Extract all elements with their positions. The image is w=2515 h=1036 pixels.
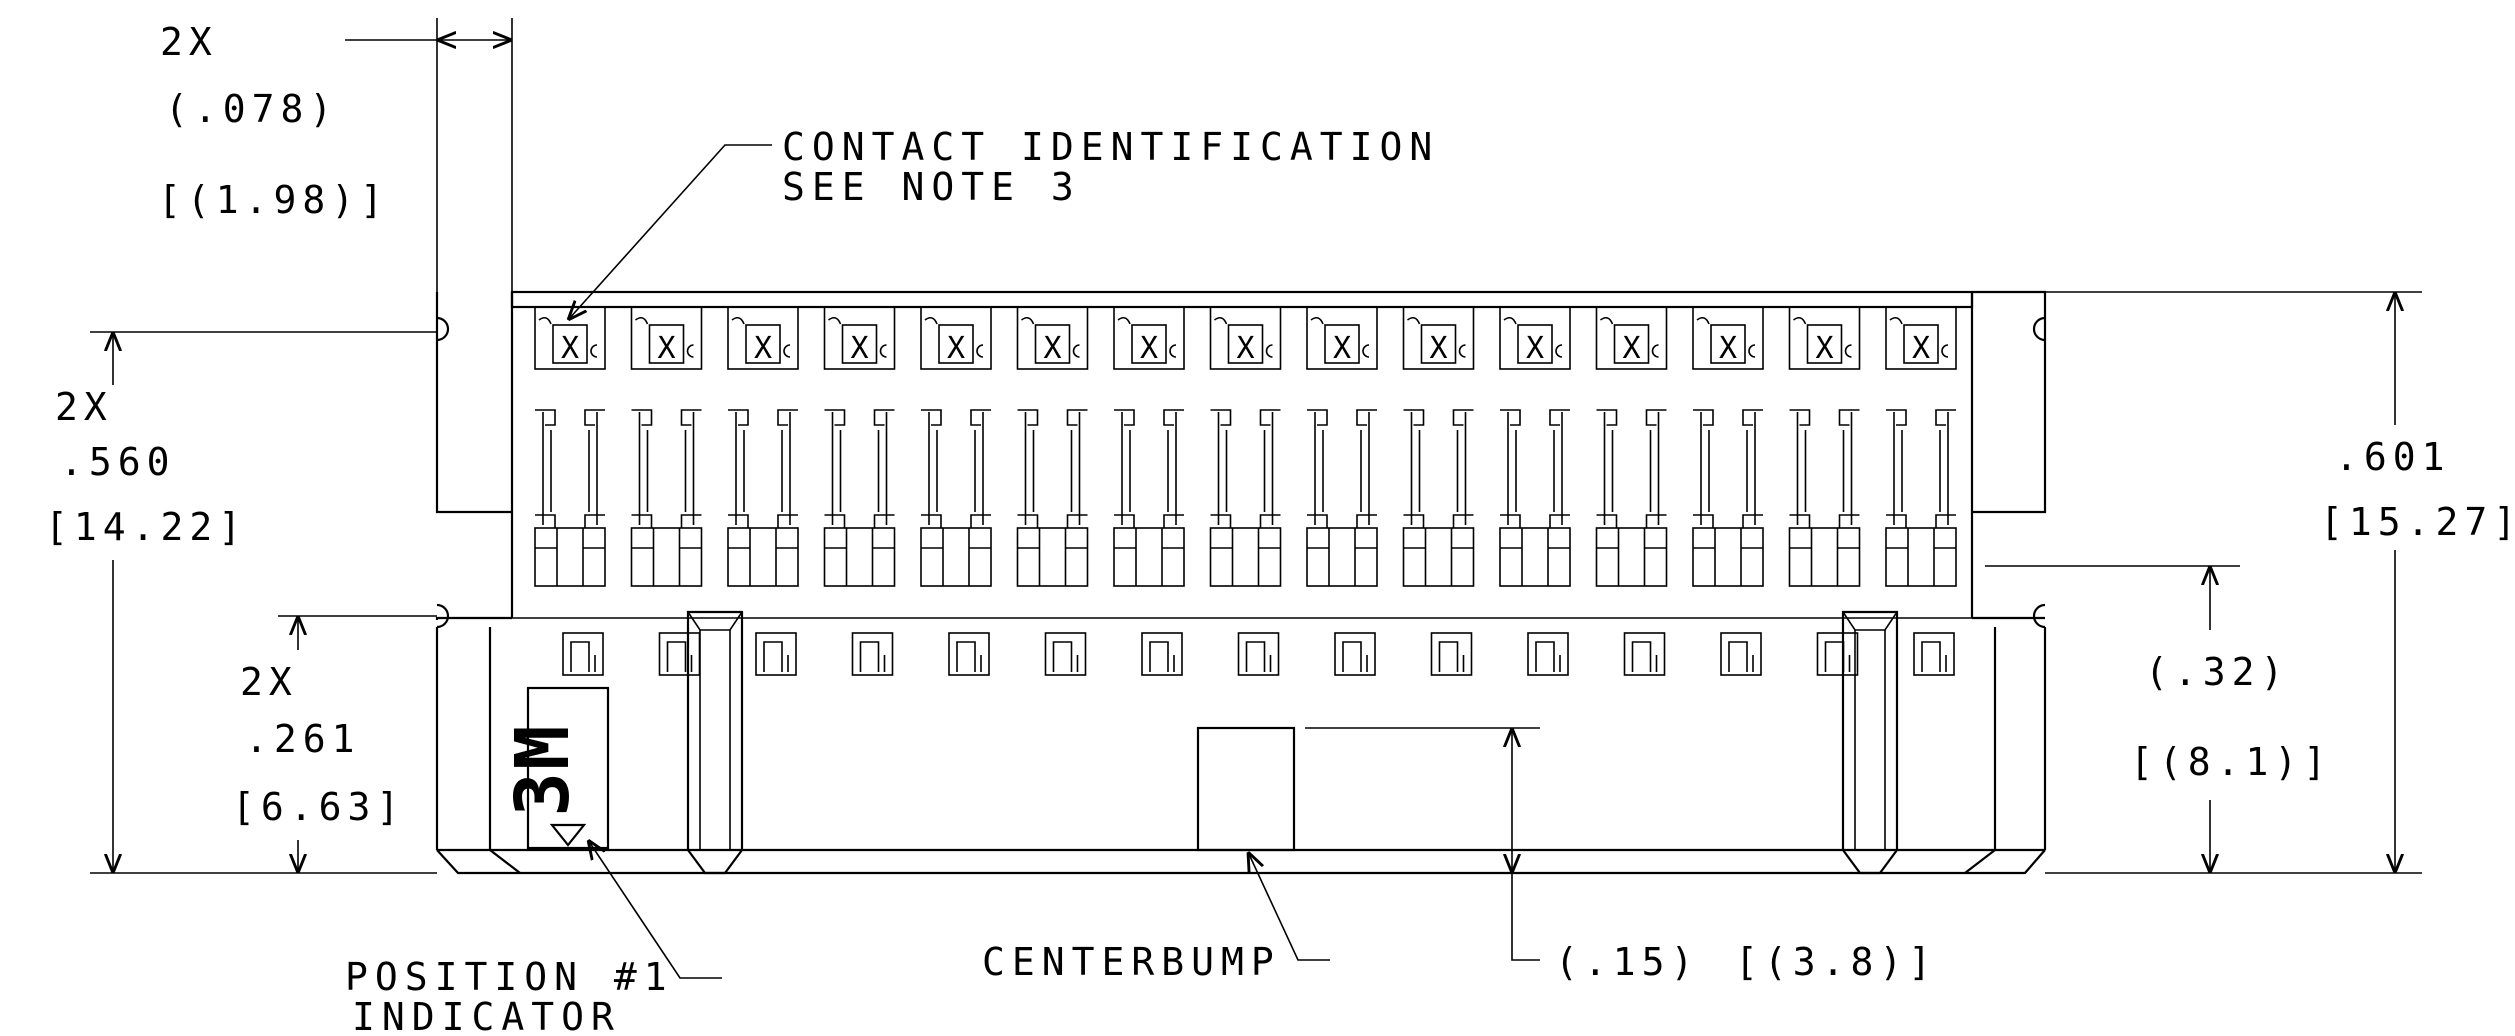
- contact: X: [1016, 306, 1089, 587]
- housing-window: [948, 632, 990, 676]
- latch-height-count: 2X: [240, 660, 298, 704]
- latch-height-inch: .261: [245, 717, 361, 761]
- housing-window: [1237, 632, 1280, 676]
- position-label: POSITION #1: [345, 955, 674, 999]
- connector-body: [435, 290, 2047, 875]
- overall-height-labels: .601 [15.27]: [2320, 435, 2515, 544]
- position-indicator: 3M: [500, 686, 610, 850]
- height-left-mm: [14.22]: [45, 505, 247, 549]
- centerbump-dimension: [1305, 727, 1540, 961]
- contact-id-label: CONTACT IDENTIFICATION: [782, 125, 1439, 169]
- contact-mark: X: [754, 331, 772, 366]
- latch-height-mm: [6.63]: [232, 785, 405, 829]
- height-left-inch: .560: [60, 440, 176, 484]
- contact: X: [534, 306, 606, 587]
- overall-height-mm: [15.27]: [2320, 500, 2515, 544]
- centerbump-leader: [1248, 852, 1330, 961]
- height-left-dimension: [90, 331, 437, 874]
- centerbump-label: CENTERBUMP: [982, 940, 1281, 984]
- latch-height-dimension: [278, 615, 437, 873]
- contact-id-note: SEE NOTE 3: [782, 165, 1081, 209]
- centerbump-labels: (.15) [(3.8)]: [1555, 940, 1937, 984]
- height-left-labels: 2X .560 [14.22]: [45, 385, 247, 549]
- contact-mark: X: [1043, 331, 1061, 366]
- contact-height-mm: [(8.1)]: [2130, 740, 2332, 784]
- contact: X: [1113, 306, 1185, 587]
- housing-window: [1334, 632, 1376, 676]
- contact-height-inch: (.32): [2145, 650, 2289, 694]
- contact: X: [1499, 306, 1571, 587]
- contact-mark: X: [1236, 331, 1254, 366]
- position-indicator-label: INDICATOR: [352, 995, 621, 1036]
- housing-window: [1623, 632, 1666, 676]
- contact-mark: X: [561, 331, 579, 366]
- pitch-count: 2X: [160, 20, 218, 64]
- pitch-inch: (.078): [165, 87, 338, 131]
- contact-mark: X: [1912, 331, 1930, 366]
- housing-window: [1527, 632, 1569, 676]
- pitch-labels: 2X (.078) [(1.98)]: [158, 20, 389, 222]
- contact-height-labels: (.32) [(8.1)]: [2130, 650, 2332, 784]
- pitch-mm: [(1.98)]: [158, 178, 389, 222]
- contact-height-dimension: [1985, 565, 2240, 873]
- contact: X: [1788, 306, 1861, 587]
- contact-mark: X: [947, 331, 965, 366]
- overall-height-inch: .601: [2335, 435, 2451, 479]
- housing-window: [562, 632, 604, 676]
- contact: X: [1402, 306, 1475, 587]
- contact-id-leader: [568, 144, 772, 320]
- contact: X: [1885, 306, 1957, 587]
- contact: X: [1595, 306, 1668, 587]
- contact-mark: X: [657, 331, 675, 366]
- housing-window: [1816, 632, 1859, 676]
- contact-mark: X: [1140, 331, 1158, 366]
- logo-3m: 3M: [500, 723, 586, 816]
- height-left-count: 2X: [55, 385, 113, 429]
- contact-mark: X: [1333, 331, 1351, 366]
- contact-mark: X: [850, 331, 868, 366]
- contact: X: [920, 306, 992, 587]
- contact: X: [823, 306, 896, 587]
- housing-window: [1720, 632, 1762, 676]
- centerbump-inch: (.15): [1555, 940, 1699, 984]
- contact-mark: X: [1815, 331, 1833, 366]
- window-row: [562, 632, 1955, 676]
- contact: X: [1209, 306, 1282, 587]
- centerbump-mm: [(3.8)]: [1735, 940, 1937, 984]
- contact-mark: X: [1719, 331, 1737, 366]
- housing-window: [755, 632, 797, 676]
- contact: X: [727, 306, 799, 587]
- housing-window: [1913, 632, 1955, 676]
- housing-window: [1141, 632, 1183, 676]
- contact: X: [630, 306, 703, 587]
- housing-window: [1430, 632, 1473, 676]
- contact-mark: X: [1622, 331, 1640, 366]
- overall-height-dimension: [1995, 291, 2422, 874]
- contact-mark: X: [1526, 331, 1544, 366]
- latch-height-labels: 2X .261 [6.63]: [232, 660, 405, 829]
- housing-window: [1044, 632, 1087, 676]
- pitch-dimension: [345, 18, 513, 292]
- position-leader: [588, 840, 722, 979]
- contact: X: [1692, 306, 1764, 587]
- contact-mark: X: [1429, 331, 1447, 366]
- housing-window: [658, 632, 701, 676]
- contact: X: [1306, 306, 1378, 587]
- housing-window: [851, 632, 894, 676]
